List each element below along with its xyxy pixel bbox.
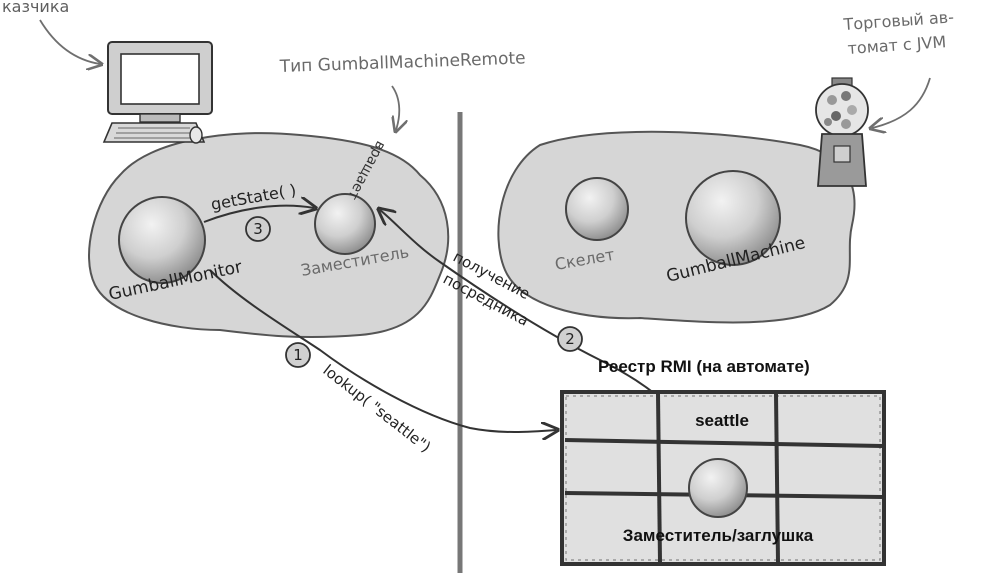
skeleton-object bbox=[565, 177, 629, 241]
computer-icon bbox=[102, 41, 213, 144]
stub-object bbox=[688, 458, 748, 518]
proxy-object bbox=[314, 193, 376, 255]
step-1-label: 1 bbox=[293, 346, 303, 364]
step-marker-2: 2 bbox=[557, 326, 583, 352]
gumball-machine-icon bbox=[815, 77, 869, 187]
lookup-arrow bbox=[209, 269, 556, 432]
getstate-arrow bbox=[203, 206, 314, 223]
gumball-monitor-object bbox=[118, 196, 206, 284]
registry-entry-seattle: seattle bbox=[695, 411, 749, 430]
server-heap bbox=[497, 130, 856, 324]
stub-label: Заместитель/заглушка bbox=[623, 526, 814, 545]
jvm-annotation-line1: Торговый ав- bbox=[842, 7, 955, 34]
client-annotation-arrow bbox=[39, 19, 100, 64]
step-marker-1: 1 bbox=[285, 342, 311, 368]
gumball-machine-object bbox=[685, 170, 781, 266]
jvm-annotation-line2: томат с JVM bbox=[847, 32, 947, 58]
step-3-label: 3 bbox=[253, 220, 263, 238]
registry-title: Реестр RMI (на автомате) bbox=[598, 357, 810, 376]
proxy-type-annotation: Тип GumballMachineRemote bbox=[278, 48, 525, 77]
step-2-label: 2 bbox=[565, 330, 575, 348]
client-annotation: казчика bbox=[2, 0, 69, 16]
step-marker-3: 3 bbox=[245, 216, 271, 242]
proxy-type-arrow bbox=[392, 85, 399, 130]
jvm-annotation-arrow bbox=[872, 77, 931, 128]
